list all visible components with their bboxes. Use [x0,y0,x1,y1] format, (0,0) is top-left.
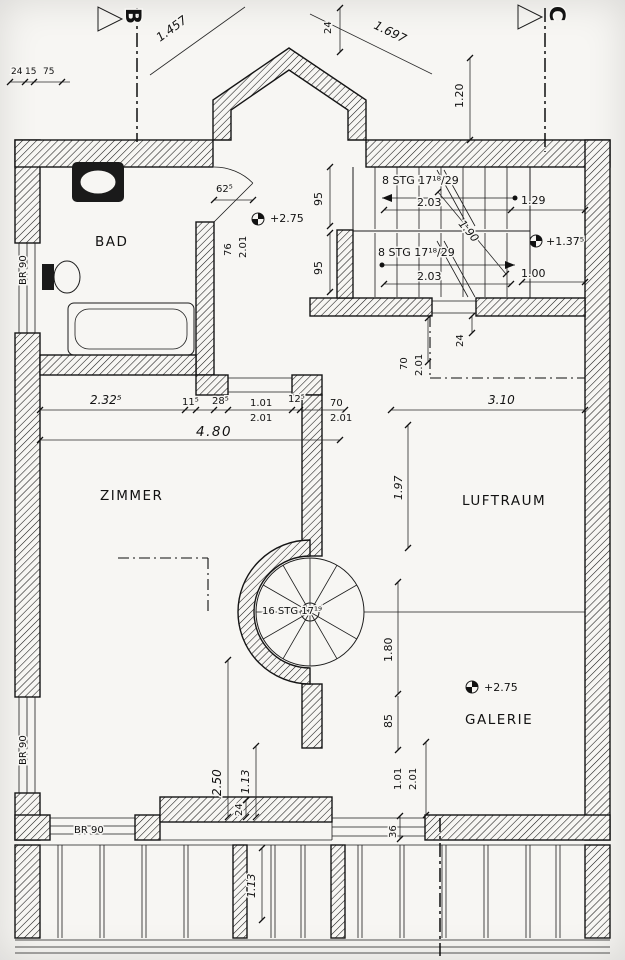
dim-129: 1.29 [521,194,546,207]
room-label-zimmer: ZIMMER [100,488,163,504]
dim-36: 36 [388,825,399,838]
left-wall-windows [18,243,36,793]
dim-310: 3.10 [488,393,515,407]
bad-east-wall [195,221,215,376]
dim-113b: 1.13 [245,874,258,899]
dim-285: 28⁵ [212,396,229,407]
level-mark-icon [529,234,543,248]
dim-201b: 2.01 [330,413,352,424]
spiral-treads [256,558,357,666]
axis-line-zimmer [118,557,209,612]
dim-95b: 95 [312,261,325,275]
stair-walk-lines [382,197,515,266]
dim-bad-door-h: 2.01 [238,236,249,258]
dim-tl-15: 15 [25,67,36,77]
level-label-hall: +2.75 [270,212,304,225]
spiral-stair-wall [237,539,311,685]
dim-62: 62⁵ [216,184,233,195]
spiral-staircase [255,557,585,667]
section-triangle-icon [97,6,124,32]
dim-100: 1.00 [521,267,546,280]
section-triangle-icon [517,4,544,30]
bay-walls [212,47,367,141]
dim-diag-right: 1.697 [372,18,409,46]
spiral-newel [300,602,320,622]
dim-24b: 24 [234,803,245,816]
stair-arrow-up [382,194,392,202]
dim-115: 11⁵ [182,397,199,408]
windows [18,243,476,841]
room-label-galerie: GALERIE [465,712,533,728]
dim-201a: 2.01 [250,413,272,424]
dim-113a: 1.13 [239,770,252,795]
bad-south-wall [39,354,197,376]
parapet-label-left-upper: BR 90 [18,255,29,285]
dim-2325: 2.32⁵ [90,393,122,407]
toilet-bowl [53,260,81,294]
dim-203a: 2.03 [417,196,442,209]
walkline-start-dot [379,262,385,268]
dim-180: 1.80 [382,638,395,663]
bottom-wall-windows [50,817,425,837]
dim-85: 85 [382,714,395,728]
dimension-lines [6,4,589,924]
dim-125: 12⁵ [288,394,305,405]
balcony [14,844,611,954]
toilet-cistern [42,264,54,290]
level-marks [251,212,543,694]
stair-label-spiral: 16 STG 17¹⁹ [262,606,322,617]
dim-250: 2.50 [210,769,224,796]
dim-203b: 2.03 [417,270,442,283]
stair-label-lower: 8 STG 17¹⁸/29 [378,246,455,259]
dim-bot-door-w: 1.01 [393,768,404,790]
dim-bot-door-h: 2.01 [408,768,419,790]
bath-fixtures [42,162,195,356]
section-marker-c: C [517,4,571,30]
level-label-galerie: +2.75 [484,681,518,694]
section-lines [118,8,585,956]
bathtub [67,302,195,356]
dim-197: 1.97 [392,476,405,501]
dim-void-door-h: 2.01 [414,354,425,376]
dim-101: 1.01 [250,398,272,409]
interior-walls [39,221,586,749]
dim-tl-75: 75 [43,67,54,77]
dim-120: 1.20 [453,84,466,109]
dim-480: 4.80 [196,424,232,440]
dim-tl-24: 24 [11,67,23,77]
stair-arrow-down [505,261,515,269]
dim-bad-door-w: 76 [223,243,234,256]
axis-line-luftraum [429,316,585,379]
walkline-start-dot [512,195,518,201]
dimension-ticks [6,4,589,924]
balcony-posts [57,845,561,938]
interior-openings [159,300,476,841]
room-label-luftraum: LUFTRAUM [462,493,546,509]
section-letter-c: C [545,6,569,21]
dim-diag-left: 1.457 [154,13,190,45]
level-label-landing: +1.37⁵ [546,235,584,248]
bad-door [213,166,254,223]
room-label-bad: BAD [95,234,128,250]
parapet-label-bottom: BR 90 [74,825,104,836]
stair-label-upper: 8 STG 17¹⁸/29 [382,174,459,187]
upper-staircase [352,167,531,298]
bathtub-inner [74,308,188,350]
dim-top-24: 24 [323,21,334,34]
dim-95a: 95 [312,192,325,206]
level-mark-icon [465,680,479,694]
parapet-label-left-lower: BR 90 [18,735,29,765]
dim-24-wall: 24 [455,334,466,347]
section-marker-b: B [97,6,147,32]
dim-void-door-w: 70 [399,357,410,370]
section-letter-b: B [121,8,145,24]
level-mark-icon [251,212,265,226]
dim-70: 70 [330,398,343,409]
wash-basin [79,169,117,195]
